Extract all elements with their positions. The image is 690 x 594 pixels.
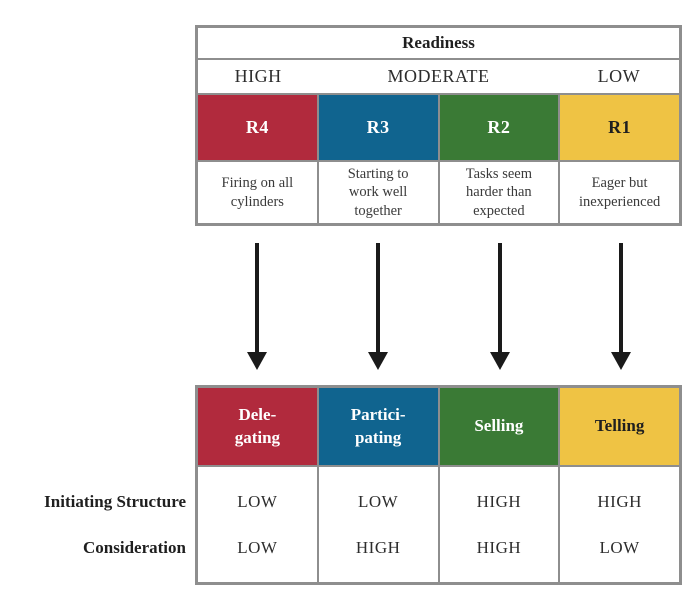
consideration-value: LOW: [237, 538, 278, 557]
leadership-styles-table: Dele- gating Partici- pating Selling Tel…: [195, 385, 682, 585]
down-arrow-icon: [611, 243, 631, 370]
values-cell-delegating: LOW LOW: [198, 467, 317, 582]
consideration-value: LOW: [599, 538, 640, 557]
arrow-stem: [619, 243, 623, 353]
readiness-description-r3: Starting to work well together: [318, 162, 438, 223]
values-cell-participating: LOW HIGH: [318, 467, 438, 582]
readiness-description-r4: Firing on all cylinders: [198, 162, 317, 223]
style-header-selling: Selling: [439, 388, 559, 465]
arrow-stem: [498, 243, 502, 353]
values-cell-selling: HIGH HIGH: [439, 467, 559, 582]
initiating-structure-value: HIGH: [476, 492, 522, 511]
arrow-head: [611, 352, 631, 370]
style-header-telling: Telling: [560, 388, 679, 465]
arrow-head: [368, 352, 388, 370]
arrow-stem: [376, 243, 380, 353]
row-label-initiating-structure: Initiating Structure: [44, 492, 186, 511]
style-header-delegating: Dele- gating: [198, 388, 317, 465]
initiating-structure-value: LOW: [358, 492, 399, 511]
down-arrow-icon: [247, 243, 267, 370]
style-header-participating: Partici- pating: [318, 388, 438, 465]
readiness-table: Readiness HIGH MODERATE LOW R4 R3 R2 R1 …: [195, 25, 682, 226]
initiating-structure-value: HIGH: [597, 492, 642, 511]
readiness-description-r2: Tasks seem harder than expected: [439, 162, 559, 223]
readiness-cell-r3: R3: [318, 95, 438, 160]
readiness-levels-row: HIGH MODERATE LOW: [198, 60, 679, 93]
readiness-cell-r4: R4: [198, 95, 317, 160]
readiness-cell-r2: R2: [439, 95, 559, 160]
initiating-structure-value: LOW: [237, 492, 278, 511]
row-label-consideration: Consideration: [83, 538, 186, 557]
readiness-description-r1: Eager but inexperienced: [560, 162, 679, 223]
readiness-title: Readiness: [198, 28, 679, 58]
consideration-value: HIGH: [355, 538, 401, 557]
arrow-head: [490, 352, 510, 370]
arrow-stem: [255, 243, 259, 353]
readiness-cell-r1: R1: [560, 95, 679, 160]
consideration-value: HIGH: [476, 538, 522, 557]
level-high: HIGH: [234, 66, 282, 86]
down-arrow-icon: [368, 243, 388, 370]
values-cell-telling: HIGH LOW: [560, 467, 679, 582]
level-moderate: MODERATE: [387, 66, 490, 86]
level-low: LOW: [597, 66, 641, 86]
arrow-head: [247, 352, 267, 370]
down-arrow-icon: [490, 243, 510, 370]
